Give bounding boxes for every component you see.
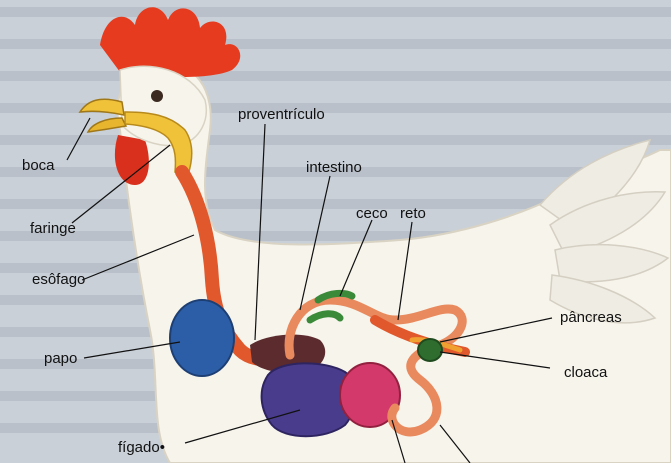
label-reto: reto	[400, 206, 426, 221]
crop	[170, 300, 234, 376]
label-proventriculo: proventrículo	[238, 107, 325, 122]
label-papo: papo	[44, 351, 77, 366]
label-figado: fígado•	[118, 440, 165, 455]
cloaca	[418, 339, 442, 361]
label-faringe: faringe	[30, 221, 76, 236]
label-intestino: intestino	[306, 160, 362, 175]
label-pancreas: pâncreas	[560, 310, 622, 325]
label-esofago: esôfago	[32, 272, 85, 287]
label-boca: boca	[22, 158, 55, 173]
label-cloaca: cloaca	[564, 365, 607, 380]
label-ceco: ceco	[356, 206, 388, 221]
eye	[151, 90, 163, 102]
